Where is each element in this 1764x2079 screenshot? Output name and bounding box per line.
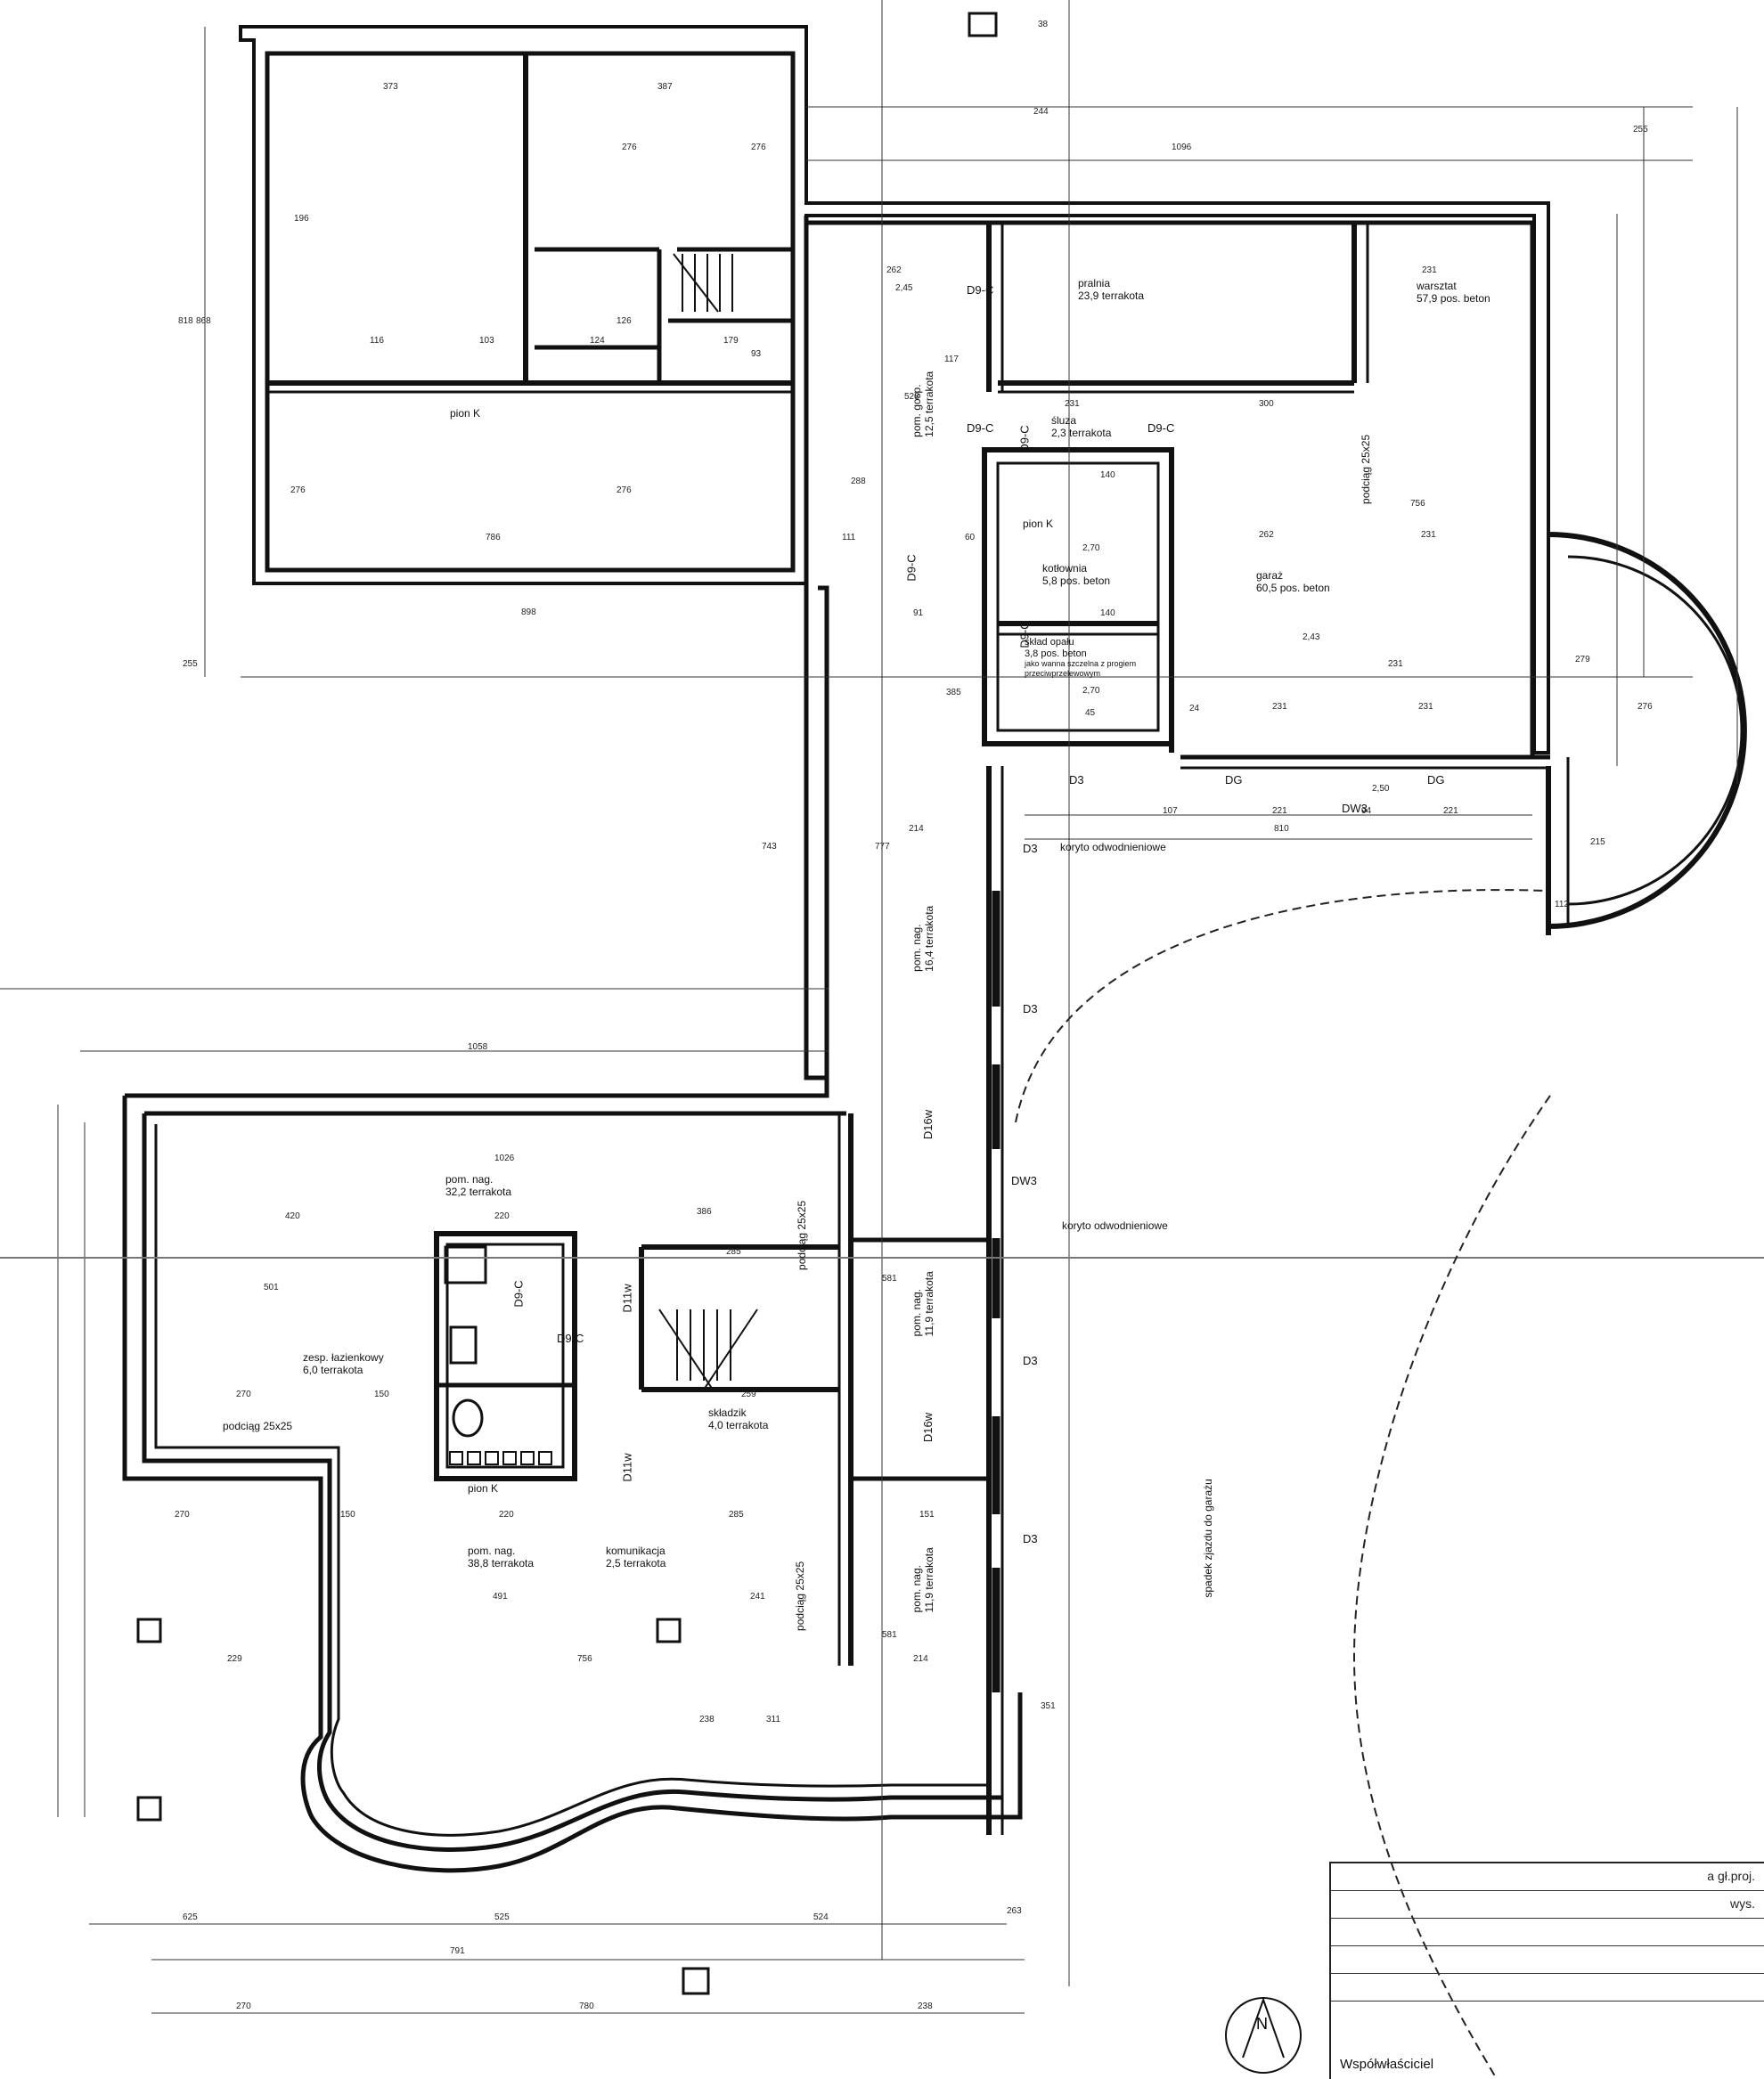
title-block-row [1331, 1946, 1764, 1974]
title-block-row [1331, 1919, 1764, 1946]
lower-block-outer-wall [122, 1078, 1023, 1873]
service-wing-wall [804, 216, 829, 1080]
title-block-row: a gł.proj. [1331, 1863, 1764, 1891]
title-block-footer: Współwłaściciel [1340, 2057, 1434, 2072]
title-block: a gł.proj. wys. Współwłaściciel [1329, 1862, 1764, 2079]
compass-letter: N [1256, 2015, 1268, 2033]
north-arrow-icon [1225, 1997, 1302, 2074]
upper-block-inner-wall [265, 51, 796, 573]
round-porch-wall [1548, 532, 1747, 929]
upper-block-outer-wall [239, 25, 1550, 754]
title-block-row: wys. [1331, 1891, 1764, 1919]
title-block-row [1331, 1974, 1764, 2002]
